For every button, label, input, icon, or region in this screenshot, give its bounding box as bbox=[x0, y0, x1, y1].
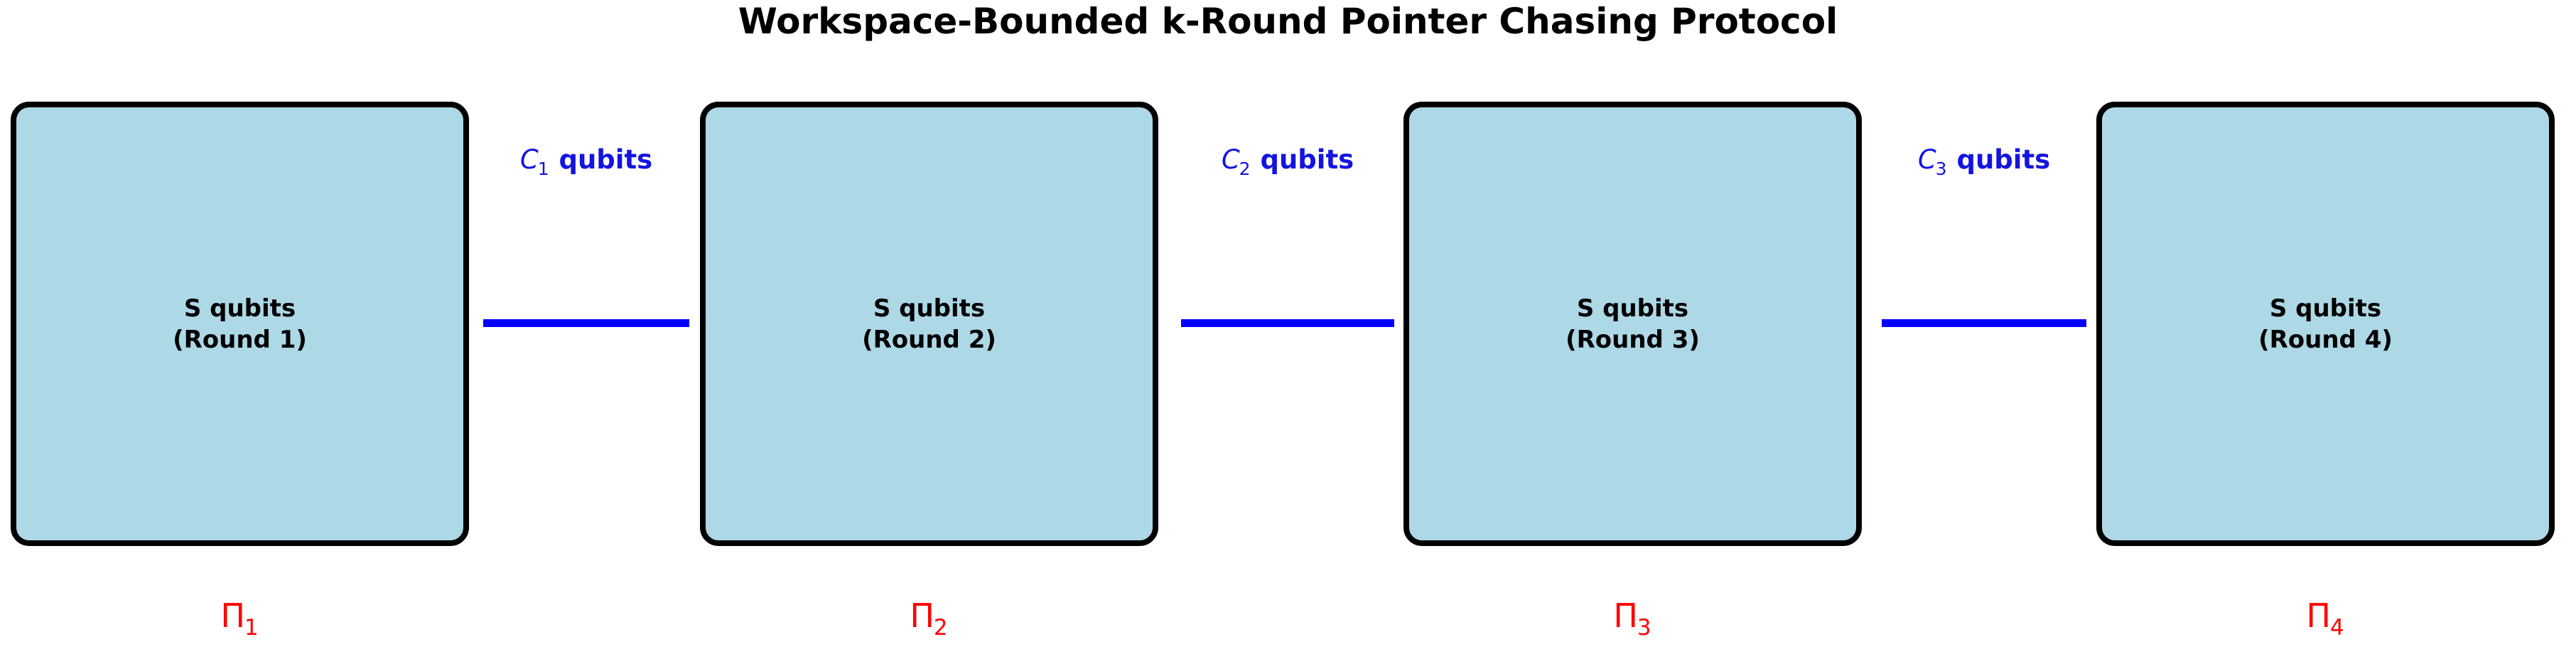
connector-line-3-4 bbox=[1882, 319, 2086, 327]
pi-subscript-3: 3 bbox=[1637, 615, 1651, 641]
connector-symbol-1: C bbox=[519, 144, 539, 175]
pi-symbol-2: Π bbox=[910, 596, 934, 635]
pi-symbol-1: Π bbox=[220, 596, 245, 635]
round-box-1-qubits: S qubits bbox=[183, 294, 296, 323]
connector-unit-1: qubits bbox=[559, 144, 653, 175]
round-box-2-round: (Round 2) bbox=[862, 325, 996, 354]
round-box-2[interactable]: S qubits (Round 2) bbox=[700, 102, 1158, 546]
connector-unit-2: qubits bbox=[1260, 144, 1354, 175]
round-box-3-qubits: S qubits bbox=[1576, 294, 1689, 323]
connector-unit-3: qubits bbox=[1956, 144, 2051, 175]
round-box-1[interactable]: S qubits (Round 1) bbox=[11, 102, 469, 546]
pi-symbol-3: Π bbox=[1613, 596, 1638, 635]
connector-symbol-3: C bbox=[1917, 144, 1936, 175]
pi-label-1: Π1 bbox=[11, 596, 469, 641]
pi-label-4: Π4 bbox=[2096, 596, 2555, 641]
connector-symbol-2: C bbox=[1221, 144, 1240, 175]
pi-subscript-1: 1 bbox=[244, 615, 259, 641]
connector-subscript-2: 2 bbox=[1239, 159, 1251, 179]
pi-subscript-2: 2 bbox=[933, 615, 948, 641]
connector-label-2: C2 qubits bbox=[1138, 144, 1437, 179]
connector-subscript-3: 3 bbox=[1935, 159, 1947, 179]
round-box-4[interactable]: S qubits (Round 4) bbox=[2096, 102, 2555, 546]
round-box-1-round: (Round 1) bbox=[173, 325, 307, 354]
pi-label-3: Π3 bbox=[1403, 596, 1862, 641]
round-box-3[interactable]: S qubits (Round 3) bbox=[1403, 102, 1862, 546]
pi-symbol-4: Π bbox=[2306, 596, 2331, 635]
connector-label-3: C3 qubits bbox=[1835, 144, 2133, 179]
pi-label-2: Π2 bbox=[700, 596, 1158, 641]
page-title: Workspace-Bounded k-Round Pointer Chasin… bbox=[738, 1, 1838, 42]
connector-subscript-1: 1 bbox=[537, 159, 549, 179]
connector-line-2-3 bbox=[1181, 319, 1394, 327]
round-box-2-qubits: S qubits bbox=[873, 294, 986, 323]
round-box-4-qubits: S qubits bbox=[2269, 294, 2382, 323]
round-box-4-round: (Round 4) bbox=[2258, 325, 2393, 354]
round-box-3-round: (Round 3) bbox=[1565, 325, 1700, 354]
connector-line-1-2 bbox=[483, 319, 689, 327]
pi-subscript-4: 4 bbox=[2329, 615, 2344, 641]
connector-label-1: C1 qubits bbox=[437, 144, 735, 179]
